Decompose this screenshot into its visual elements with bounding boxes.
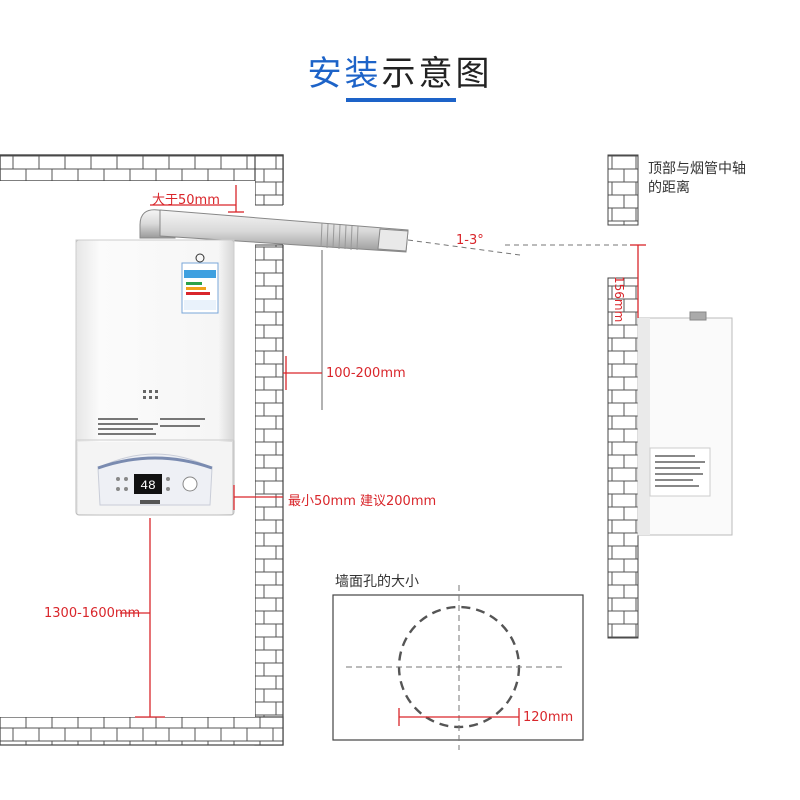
floor-height-label: 1300-1600mm <box>44 606 141 621</box>
legend-line-1: 顶部与烟管中轴 <box>648 161 746 177</box>
slope-label: 1-3° <box>456 233 484 248</box>
legend-wall <box>607 154 639 226</box>
side-clearance-label: 最小50mm 建议200mm <box>288 494 437 509</box>
hole-diameter-label: 120mm <box>523 710 574 725</box>
page-title: 安装示意图 <box>0 46 800 95</box>
wall-hole-diagram <box>332 585 584 750</box>
flue-pipe <box>139 209 640 256</box>
dimension-lines <box>120 185 322 718</box>
legend-line-2: 的距离 <box>648 180 690 196</box>
title-underline <box>346 98 456 102</box>
heater-display: 48 <box>140 478 156 493</box>
clearance-top-label: 大于50mm <box>152 193 220 208</box>
floor-wall <box>0 716 284 746</box>
pipe-to-wall-label: 100-200mm <box>326 366 406 381</box>
ceiling-wall <box>0 154 284 182</box>
water-heater-side <box>637 311 733 536</box>
title-accent: 安装 <box>307 54 382 94</box>
side-view-wall <box>607 277 639 639</box>
water-heater-front: 48 <box>75 239 235 516</box>
top-to-flue-value: 156mm <box>612 276 626 323</box>
side-wall <box>254 154 284 746</box>
title-main: 示意图 <box>381 54 493 94</box>
hole-title: 墙面孔的大小 <box>335 574 419 590</box>
